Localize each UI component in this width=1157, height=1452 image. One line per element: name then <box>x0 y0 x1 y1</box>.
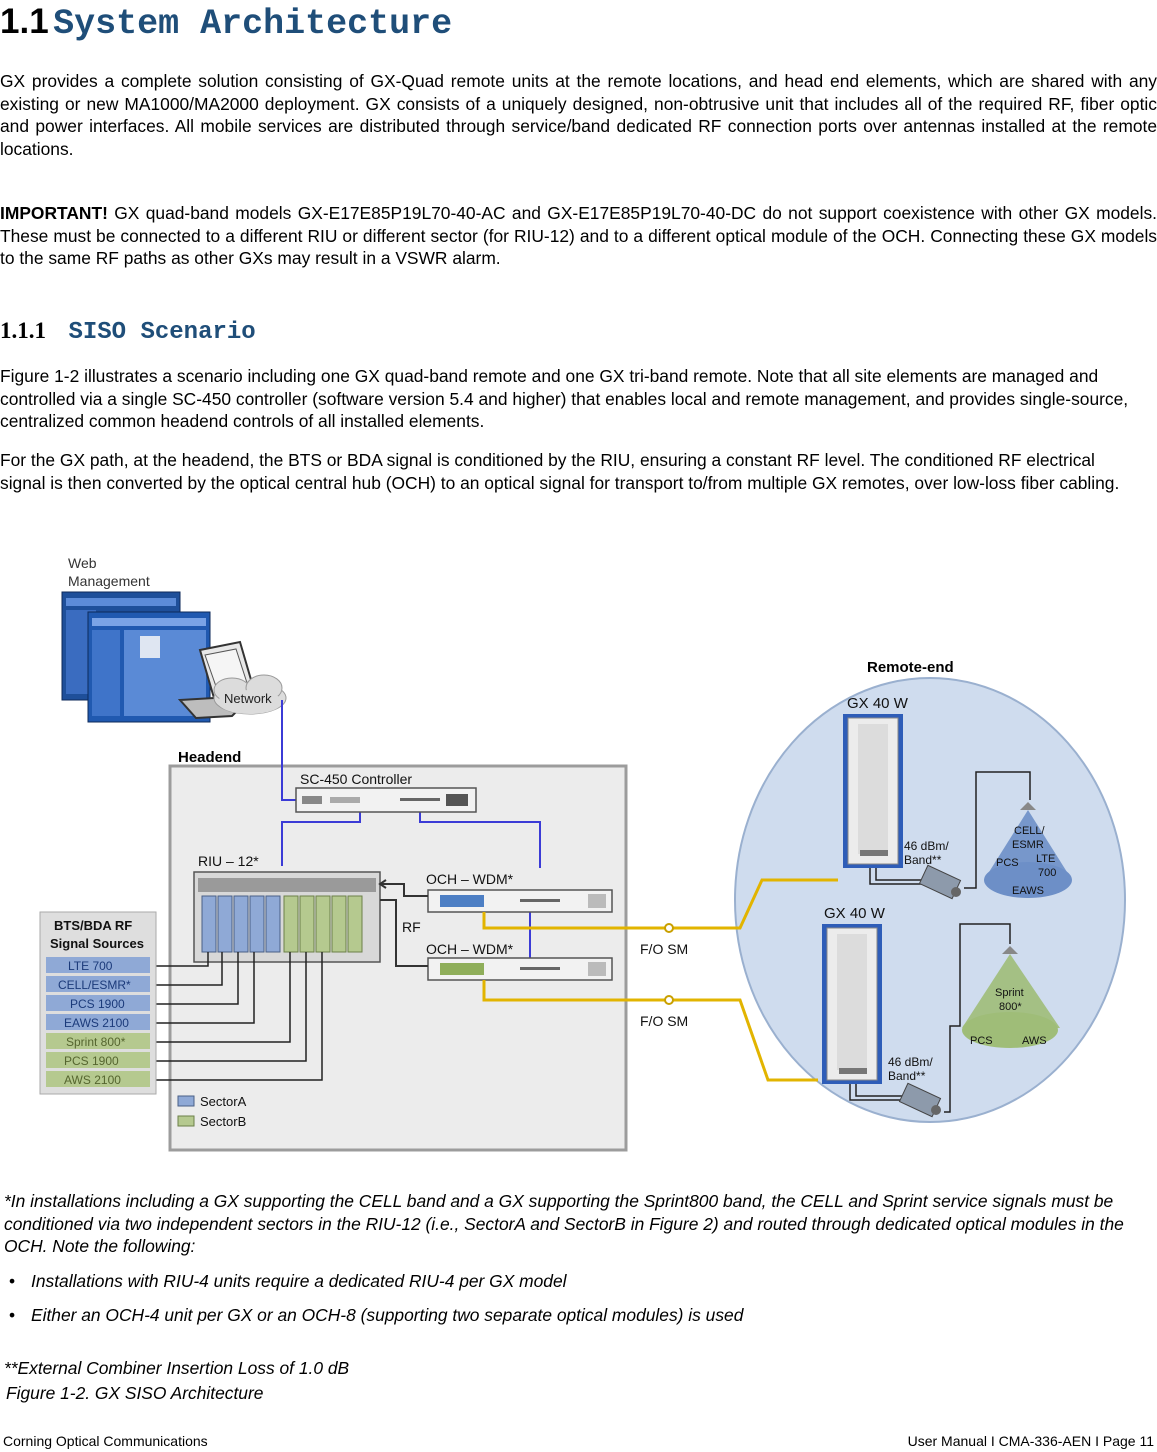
legend-sector-b-swatch <box>177 1115 195 1127</box>
headend-label: Headend <box>178 749 241 766</box>
cone1-label: EAWS <box>1012 885 1044 897</box>
important-paragraph: IMPORTANT! GX quad-band models GX-E17E85… <box>0 202 1157 270</box>
subsection-title: SISO Scenario <box>68 319 256 346</box>
section-number: 1.1 <box>0 2 49 41</box>
bullet-dot-icon: • <box>9 1271 16 1291</box>
source-item: Sprint 800* <box>66 1035 126 1049</box>
rf-label: RF <box>402 919 421 935</box>
cone2-label: 800* <box>999 1001 1022 1013</box>
remote-end-label: Remote-end <box>867 659 954 676</box>
riu-sector-b-modules <box>283 895 363 953</box>
headend-paragraph: For the GX path, at the headend, the BTS… <box>0 450 1120 493</box>
source-item: AWS 2100 <box>64 1073 121 1087</box>
footer-company: Corning Optical Communications <box>3 1433 208 1449</box>
gx1-power-1: 46 dBm/ <box>904 839 949 853</box>
network-label: Network <box>224 691 272 706</box>
web-management-label-1: Web <box>68 555 97 571</box>
source-item: PCS 1900 <box>70 997 125 1011</box>
source-item: PCS 1900 <box>64 1054 119 1068</box>
gx1-label: GX 40 W <box>847 695 909 712</box>
gx2-label: GX 40 W <box>824 905 886 922</box>
antenna-coverage-1: CELL/ ESMR PCS LTE 700 EAWS <box>984 802 1072 898</box>
bullet-text: Installations with RIU-4 units require a… <box>31 1271 567 1291</box>
footer-page-info: User Manual I CMA-336-AEN I Page 11 <box>907 1433 1154 1449</box>
fiber-label-2: F/O SM <box>640 1013 688 1029</box>
riu-sector-a-modules <box>201 895 281 953</box>
fiber-label-1: F/O SM <box>640 941 688 957</box>
cone1-label: LTE <box>1036 853 1055 865</box>
network-cloud-icon: Network <box>213 674 287 715</box>
intro-paragraph: GX provides a complete solution consisti… <box>0 71 1157 159</box>
footnote-sectors: *In installations including a GX support… <box>4 1191 1124 1256</box>
gx2-power-1: 46 dBm/ <box>888 1055 933 1069</box>
bullet-dot-icon: • <box>9 1305 16 1325</box>
source-item: CELL/ESMR* <box>58 978 131 992</box>
web-management-label-2: Management <box>68 573 150 589</box>
subsection-number: 1.1.1 <box>0 318 46 343</box>
section-heading: 1.1 System Architecture <box>0 2 453 44</box>
legend-sector-b: SectorB <box>200 1114 246 1129</box>
cone2-label: Sprint <box>995 987 1024 999</box>
important-label: IMPORTANT! <box>0 203 108 223</box>
combiner-icon <box>918 864 962 900</box>
legend-sector-a-swatch <box>177 1095 195 1107</box>
section-title: System Architecture <box>53 4 453 44</box>
source-item: EAWS 2100 <box>64 1016 129 1030</box>
figure-caption: Figure 1-2. GX SISO Architecture <box>6 1383 264 1403</box>
combiner-icon <box>898 1082 942 1118</box>
och1-label: OCH – WDM* <box>426 871 514 887</box>
subsection-heading: 1.1.1 SISO Scenario <box>0 318 256 346</box>
cone1-label: 700 <box>1038 867 1056 879</box>
cone2-label: PCS <box>970 1035 993 1047</box>
antenna-coverage-2: Sprint 800* PCS AWS <box>962 946 1060 1048</box>
cone1-label: CELL/ <box>1014 825 1046 837</box>
gx1-power-2: Band** <box>904 853 942 867</box>
important-text: GX quad-band models GX-E17E85P19L70-40-A… <box>0 203 1157 268</box>
legend-sector-a: SectorA <box>200 1094 247 1109</box>
source-list: LTE 700 CELL/ESMR* PCS 1900 EAWS 2100 Sp… <box>46 957 150 1087</box>
och2-label: OCH – WDM* <box>426 941 514 957</box>
cone1-label: PCS <box>996 857 1019 869</box>
footnote-loss: **External Combiner Insertion Loss of 1.… <box>4 1358 350 1378</box>
bullet-item: • Installations with RIU-4 units require … <box>9 1271 567 1292</box>
sources-title-1: BTS/BDA RF <box>54 918 132 933</box>
gx2-power-2: Band** <box>888 1069 926 1083</box>
sources-title-2: Signal Sources <box>50 936 144 951</box>
cone2-label: AWS <box>1022 1035 1047 1047</box>
riu-label: RIU – 12* <box>198 853 259 869</box>
bullet-text: Either an OCH-4 unit per GX or an OCH-8 … <box>31 1305 744 1325</box>
source-item: LTE 700 <box>68 959 113 973</box>
architecture-diagram: Remote-end Headend Web Management Networ… <box>39 555 1126 1152</box>
cone1-label: ESMR <box>1012 839 1044 851</box>
bullet-item: • Either an OCH-4 unit per GX or an OCH-8… <box>9 1305 743 1326</box>
controller-label: SC-450 Controller <box>300 771 412 787</box>
scenario-paragraph: Figure 1-2 illustrates a scenario includ… <box>0 366 1129 431</box>
